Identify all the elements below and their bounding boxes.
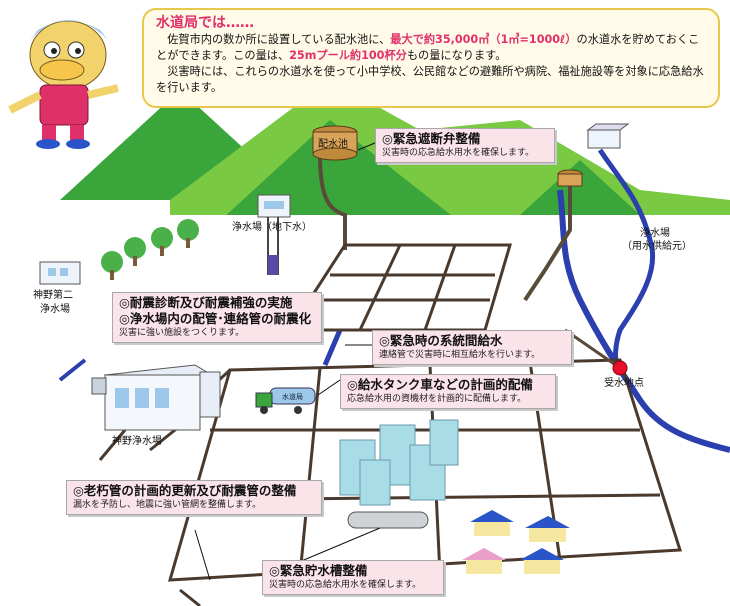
callout-seismic-title-2: ◎浄水場内の配管･連絡管の耐震化 — [119, 311, 312, 326]
tanker-truck — [255, 387, 316, 414]
intro-text: 佐賀市内の数か所に設置している配水池に、 — [167, 33, 391, 46]
emergency-tank — [347, 511, 429, 529]
supply-plant-label-1: 浄水場 — [640, 228, 670, 239]
callout-interconnect-desc: 連絡管で災害時に相互給水を行います。 — [379, 350, 541, 360]
pipe-reservoir — [318, 154, 347, 250]
callout-pipe-desc: 漏水を予防し、地震に強い管網を整備します。 — [73, 500, 262, 510]
reservoir-tank-right — [557, 169, 583, 187]
mountain-right — [520, 160, 640, 215]
kono-plant-label: 神野浄水場 — [112, 436, 162, 447]
underground-plant-label: 浄水場（地下水） — [232, 222, 312, 233]
river — [557, 189, 730, 453]
callout-valve-desc: 災害時の応急給水用水を確保します。 — [382, 148, 535, 158]
callout-seismic-title-1: ◎耐震診断及び耐震補強の実施 — [119, 295, 293, 310]
callout-tank: ◎緊急貯水槽整備 災害時の応急給水用水を確保します。 — [262, 560, 444, 595]
pipe-right — [523, 185, 572, 302]
callout-pipe-title: ◎老朽管の計画的更新及び耐震管の整備 — [73, 483, 297, 498]
intake-point-marker — [612, 360, 628, 376]
callout-tank-desc: 災害時の応急給水用水を確保します。 — [269, 580, 422, 590]
intro-heading: 水道局では…… — [156, 15, 254, 31]
trees — [101, 219, 199, 280]
intro-box: 水道局では…… 佐賀市内の数か所に設置している配水池に、最大で約35,000㎥（… — [142, 8, 720, 108]
callout-tanker-title: ◎給水タンク車などの計画的配備 — [347, 377, 533, 392]
river-segment — [322, 329, 343, 366]
callout-tanker: ◎給水タンク車などの計画的配備 応急給水用の資機材を計画的に配備します。 — [340, 374, 556, 409]
callout-valve-title: ◎緊急遮断弁整備 — [382, 131, 481, 146]
houses — [462, 510, 570, 574]
kono2-label-2: 浄水場 — [40, 304, 70, 315]
kono2-plant-building — [39, 261, 81, 285]
callout-valve: ◎緊急遮断弁整備 災害時の応急給水用水を確保します。 — [375, 128, 555, 163]
mascot-character — [8, 20, 119, 149]
water-supply-line — [597, 148, 656, 370]
intro-text: の水道水を貯めておくことができます。この量は、 — [156, 33, 700, 62]
supply-plant-label-2: （用水供給元） — [622, 241, 692, 252]
underground-plant-building — [257, 194, 291, 275]
callout-seismic-desc: 災害に強い施設をつくります。 — [119, 328, 245, 338]
city-buildings — [339, 419, 459, 506]
river-segment-2 — [58, 358, 87, 382]
callout-interconnect-title: ◎緊急時の系統間給水 — [379, 333, 503, 348]
callout-seismic: ◎耐震診断及び耐震補強の実施 ◎浄水場内の配管･連絡管の耐震化 災害に強い施設を… — [112, 292, 322, 343]
callout-tank-title: ◎緊急貯水槽整備 — [269, 563, 368, 578]
truck-label: 水道局 — [282, 393, 303, 401]
reservoir-tank — [312, 125, 358, 161]
intro-paragraph-2: 災害時には、これらの水道水を使って小中学校、公民館などの避難所や病院、福祉施設等… — [156, 65, 704, 94]
reservoir-label: 配水池 — [318, 139, 348, 150]
intro-paragraph-1: 佐賀市内の数か所に設置している配水池に、最大で約35,000㎥（1㎥=1000ℓ… — [156, 32, 706, 64]
intro-text: もの量になります。 — [406, 49, 507, 62]
pipe-intake — [564, 328, 621, 370]
supply-plant-building — [586, 123, 630, 149]
callout-pipe: ◎老朽管の計画的更新及び耐震管の整備 漏水を予防し、地震に強い管網を整備します。 — [66, 480, 322, 515]
intake-point-label: 受水地点 — [604, 378, 644, 389]
intro-highlight-capacity: 最大で約35,000㎥（1㎥=1000ℓ） — [390, 33, 577, 46]
callout-interconnect: ◎緊急時の系統間給水 連絡管で災害時に相互給水を行います。 — [372, 330, 572, 365]
kono-plant-building — [91, 364, 222, 431]
intro-highlight-pool: 25mプール約100杯分 — [289, 49, 407, 62]
kono2-label-1: 神野第二 — [33, 290, 73, 301]
callout-tanker-desc: 応急給水用の資機材を計画的に配備します。 — [347, 394, 527, 404]
